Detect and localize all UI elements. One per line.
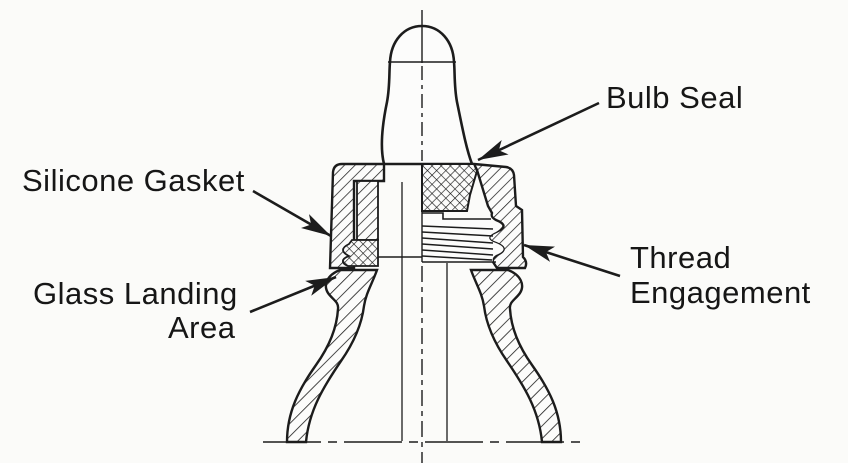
label-silicone-gasket: Silicone Gasket bbox=[22, 163, 245, 198]
bulb-seal-section bbox=[421, 163, 479, 212]
thread-region bbox=[421, 212, 504, 263]
labels: Bulb Seal Silicone Gasket Glass Landing … bbox=[22, 80, 811, 345]
thread-line-5 bbox=[421, 249, 494, 256]
gasket-seat-step bbox=[422, 212, 491, 220]
thread-line-2 bbox=[421, 231, 494, 237]
leader-lines bbox=[249, 101, 621, 314]
leader-silicone-gasket bbox=[252, 189, 332, 238]
construction-lines bbox=[378, 182, 448, 441]
cap-inner-sleeve bbox=[356, 180, 379, 241]
leader-glass-landing bbox=[249, 275, 337, 314]
dropper-bulb bbox=[380, 24, 474, 166]
silicone-gasket-section bbox=[341, 239, 379, 267]
bottle-left-wall bbox=[285, 268, 379, 444]
leader-bulb-seal bbox=[477, 101, 600, 162]
cap-section bbox=[328, 162, 528, 270]
label-glass-landing-line1: Glass Landing bbox=[33, 276, 238, 311]
thread-white-field bbox=[422, 213, 504, 262]
leader-thread-engagement bbox=[523, 243, 621, 278]
cap-right-skirt bbox=[471, 162, 528, 270]
bottle-glass-section bbox=[285, 268, 563, 444]
label-glass-landing-line2: Area bbox=[168, 310, 236, 345]
thread-line-1 bbox=[421, 225, 494, 230]
thread-line-4 bbox=[421, 243, 494, 250]
label-thread-line2: Engagement bbox=[630, 275, 811, 310]
label-thread-line1: Thread bbox=[630, 240, 731, 275]
thread-line-6 bbox=[421, 255, 493, 261]
label-bulb-seal: Bulb Seal bbox=[606, 80, 743, 115]
bottle-right-wall bbox=[469, 268, 563, 444]
bulb-outline bbox=[380, 24, 474, 166]
thread-line-3 bbox=[421, 237, 494, 244]
